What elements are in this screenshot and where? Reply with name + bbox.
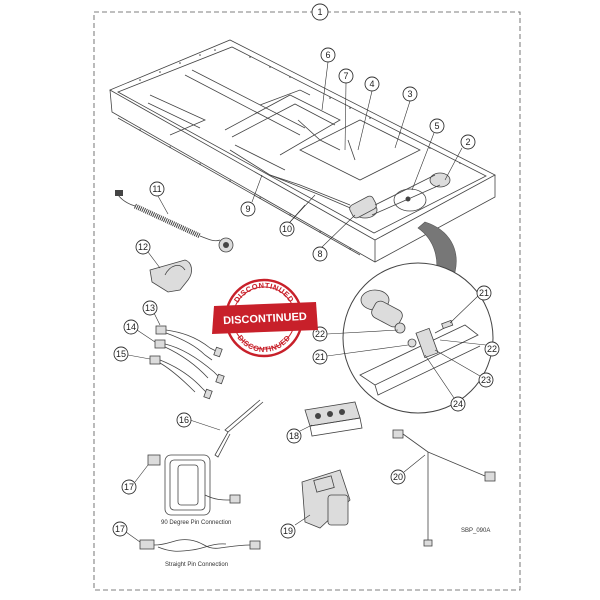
callout-16: 16 — [179, 415, 189, 425]
part-20-y-cable: 20 — [390, 429, 496, 547]
callout-17b: 17 — [115, 524, 125, 534]
dashed-border — [93, 11, 521, 591]
stamp-banner: DISCONTINUED — [223, 311, 307, 327]
part-11-cable: 11 — [115, 181, 234, 253]
callout-7: 7 — [343, 71, 348, 81]
callout-22b: 22 — [315, 329, 325, 339]
callout-15: 15 — [116, 349, 126, 359]
callout-23: 23 — [481, 375, 491, 385]
caption-90-degree: 90 Degree Pin Connection — [161, 520, 231, 526]
callout-8: 8 — [317, 249, 322, 259]
detail-view — [342, 262, 494, 414]
part-17a-pin-90: 17 90 Degree Pin Connection — [121, 454, 241, 526]
callout-19: 19 — [283, 526, 293, 536]
callout-24: 24 — [453, 399, 463, 409]
callout-10: 10 — [282, 224, 292, 234]
detail-callouts: 21 22 22 21 23 24 — [312, 285, 500, 412]
callout-17a: 17 — [124, 482, 134, 492]
callout-21a: 21 — [479, 288, 489, 298]
callout-18: 18 — [289, 431, 299, 441]
caption-straight-pin: Straight Pin Connection — [165, 562, 228, 568]
frame-callouts: 6 7 4 3 5 2 9 10 8 — [240, 47, 476, 262]
part-17b-pin-straight: 17 Straight Pin Connection — [112, 521, 261, 568]
callout-9: 9 — [245, 204, 250, 214]
discontinued-stamp: DISCONTINUED DISCONTINUED DISCONTINUED — [212, 278, 318, 358]
callout-6: 6 — [325, 50, 330, 60]
callout-12: 12 — [138, 242, 148, 252]
bed-frame — [109, 39, 496, 263]
callout-13: 13 — [145, 303, 155, 313]
callout-2: 2 — [465, 137, 470, 147]
callout-4: 4 — [369, 79, 374, 89]
part-16-rod: 16 — [176, 399, 264, 458]
parts-13-15-cables: 13 14 15 — [113, 300, 225, 400]
part-19-control-box: 19 — [280, 469, 351, 539]
callout-1-text: 1 — [317, 7, 322, 17]
callout-1: 1 — [311, 3, 329, 21]
callout-5: 5 — [434, 121, 439, 131]
callout-20: 20 — [393, 472, 403, 482]
part-12-bracket: 12 — [135, 239, 192, 293]
callout-14: 14 — [126, 322, 136, 332]
callout-3: 3 — [407, 89, 412, 99]
callout-21b: 21 — [315, 352, 325, 362]
drawing-code: SBP_090A — [461, 528, 490, 534]
motor-assembly — [349, 172, 451, 219]
part-18-block: 18 — [286, 401, 363, 444]
callout-22a: 22 — [487, 344, 497, 354]
callout-11: 11 — [152, 184, 161, 194]
